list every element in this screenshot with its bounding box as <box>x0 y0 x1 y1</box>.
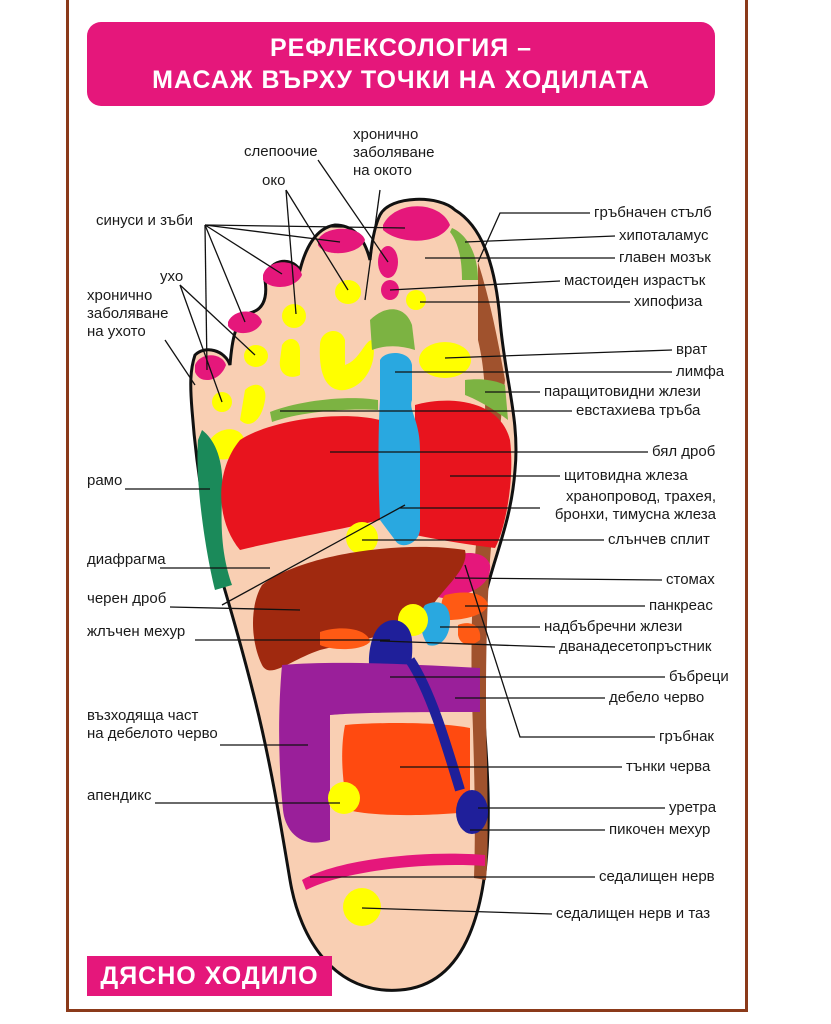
label-eye: око <box>262 172 285 190</box>
appendix-point <box>328 782 360 814</box>
label-solar-plexus: слънчев сплит <box>608 531 710 549</box>
label-diaphragm: диафрагма <box>87 551 166 569</box>
label-kidneys: бъбреци <box>669 668 729 686</box>
label-hypothalamus: хипоталамус <box>619 227 708 245</box>
label-chronic-eye: хронично заболяване на окото <box>353 126 434 180</box>
label-mastoid: мастоиден израстък <box>564 272 705 290</box>
sciatic-pelvis-point <box>343 888 381 926</box>
foot-side-badge: ДЯСНО ХОДИЛО <box>87 956 332 996</box>
label-colon: дебело черво <box>609 689 704 707</box>
label-sciatic: седалищен нерв <box>599 868 715 886</box>
pituitary-point <box>406 290 426 310</box>
label-chronic-ear: хронично заболяване на ухото <box>87 287 168 341</box>
label-bladder: пикочен мехур <box>609 821 710 839</box>
label-spinal-column: гръбначен стълб <box>594 204 712 222</box>
label-duodenum: дванадесетопръстник <box>559 638 711 656</box>
label-shoulder: рамо <box>87 472 122 490</box>
label-appendix: апендикс <box>87 787 151 805</box>
label-ear: ухо <box>160 268 183 286</box>
label-sinuses: синуси и зъби <box>96 212 193 230</box>
label-adrenal: надбъбречни жлези <box>544 618 682 636</box>
label-pancreas: панкреас <box>649 597 713 615</box>
label-stomach: стомах <box>666 571 715 589</box>
label-esophagus: хранопровод, трахея, бронхи, тимусна жле… <box>544 488 716 524</box>
label-neck: врат <box>676 341 707 359</box>
label-liver: черен дроб <box>87 590 166 608</box>
label-lung: бял дроб <box>652 443 715 461</box>
label-pituitary: хипофиза <box>634 293 702 311</box>
label-parathyroid: паращитовидни жлези <box>544 383 701 401</box>
label-brain: главен мозък <box>619 249 711 267</box>
label-ureter: уретра <box>669 799 716 817</box>
lung-right-zone <box>415 401 511 548</box>
bladder-zone <box>456 790 488 834</box>
label-small-intestine: тънки черва <box>626 758 710 776</box>
solar-plexus-point <box>346 522 378 554</box>
label-gallbladder: жлъчен мехур <box>87 623 185 641</box>
label-thyroid: щитовидна жлеза <box>564 467 688 485</box>
label-lymph: лимфа <box>676 363 724 381</box>
label-eustachian: евстахиева тръба <box>576 402 700 420</box>
label-temple: слепоочие <box>244 143 318 161</box>
label-ascending-colon: възходяща част на дебелото черво <box>87 707 218 743</box>
label-spine: гръбнак <box>659 728 714 746</box>
label-sciatic-pelvis: седалищен нерв и таз <box>556 905 710 923</box>
